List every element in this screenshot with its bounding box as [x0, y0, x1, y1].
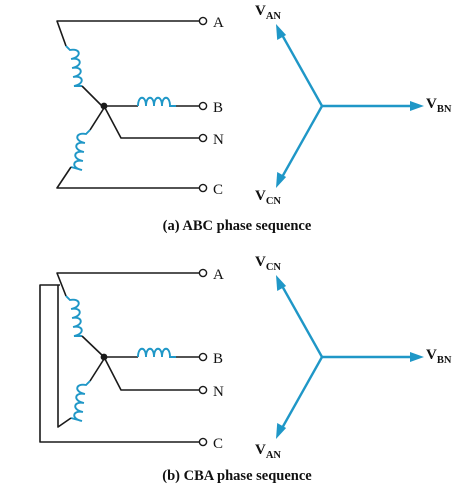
panel-b-wire-bottom	[57, 285, 72, 428]
panel-b-phasor-down	[279, 356, 324, 431]
panel-b: A B N C VCN VBN VAN (b) CBA phase sequen…	[39, 254, 452, 484]
panel-a-wire-c	[56, 166, 201, 189]
panel-b-arrow-right	[410, 352, 424, 362]
panel-b-terminal-a	[198, 268, 208, 278]
panel-a-arrow-down	[276, 172, 287, 188]
panel-a-terminal-n	[198, 133, 208, 143]
panel-a-arrow-up	[276, 24, 287, 40]
panel-b-coil-bottom	[70, 380, 91, 422]
panel-a-terminal-label-1: A	[213, 15, 224, 31]
panel-b-phasor-label-up: VCN	[255, 254, 281, 273]
panel-a-wire-node-to-coil-c	[89, 107, 105, 131]
panel-a-wire-a-to-node	[81, 85, 105, 109]
panel-b-terminal-label-1: A	[213, 267, 224, 283]
panel-b-terminal-label-2: B	[213, 351, 223, 367]
panel-b-arrow-down	[276, 423, 287, 439]
panel-b-wire-node-to-coil-bottom	[89, 358, 105, 382]
panel-b-arrow-up	[276, 275, 287, 291]
panel-a-phasors: VAN VBN VCN	[255, 3, 452, 207]
panel-b-neutral-node	[100, 353, 108, 361]
panel-a: A B N C VAN VBN VCN (a) ABC phase sequen…	[56, 3, 452, 234]
panel-a-phasor-up	[279, 32, 324, 107]
panel-b-terminal-b	[198, 352, 208, 362]
panel-a-neutral-node	[100, 102, 108, 110]
panel-a-wire-n	[103, 105, 201, 139]
panel-b-wire-a	[56, 272, 201, 297]
panel-b-phasor-up	[279, 283, 324, 358]
panel-b-caption: (b) CBA phase sequence	[162, 468, 312, 484]
panel-a-circuit: A B N C	[56, 15, 224, 198]
panel-a-phasor-label-up: VAN	[255, 3, 281, 22]
panel-a-phasor-label-right: VBN	[426, 96, 452, 115]
panel-a-terminal-label-2: B	[213, 100, 223, 116]
panel-a-coil-b	[137, 96, 176, 107]
panel-a-terminal-label-4: C	[213, 182, 223, 198]
panel-b-coil-top	[65, 295, 83, 337]
panel-a-wire-a	[56, 20, 201, 47]
panel-b-terminal-label-4: C	[213, 436, 223, 452]
panel-a-phasor-down	[279, 105, 324, 180]
panel-b-wire-n	[103, 356, 201, 391]
panel-a-terminal-a	[198, 16, 208, 26]
panel-b-circuit: A B N C	[39, 267, 224, 452]
panel-b-phasors: VCN VBN VAN	[255, 254, 452, 461]
panel-a-caption: (a) ABC phase sequence	[163, 218, 312, 234]
panel-a-terminal-c	[198, 183, 208, 193]
panel-b-phasor-label-down: VAN	[255, 442, 281, 461]
panel-a-phasor-label-down: VCN	[255, 188, 281, 207]
panel-b-terminal-label-3: N	[213, 384, 224, 400]
panel-b-wire-top-to-node	[81, 335, 105, 358]
panel-b-coil-b	[137, 347, 176, 358]
panel-a-arrow-right	[410, 101, 424, 111]
panel-b-terminal-n	[198, 385, 208, 395]
panel-b-wire-loop	[39, 284, 201, 443]
panel-a-coil-c	[70, 129, 91, 171]
panel-a-coil-a	[65, 45, 83, 87]
panel-b-phasor-label-right: VBN	[426, 347, 452, 366]
panel-a-terminal-b	[198, 101, 208, 111]
panel-a-terminal-label-3: N	[213, 132, 224, 148]
panel-b-terminal-c	[198, 437, 208, 447]
